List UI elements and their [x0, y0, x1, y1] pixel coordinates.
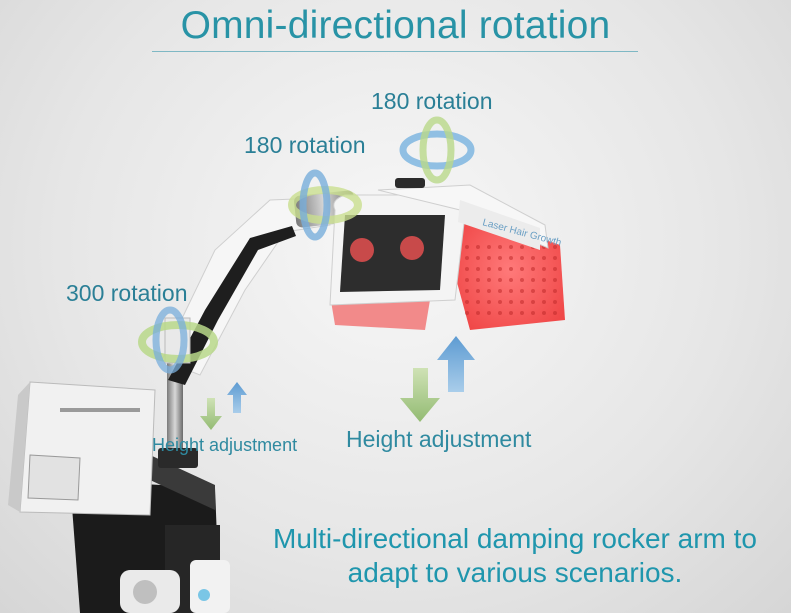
- height-arrows-icon-large: [400, 336, 475, 422]
- caption-line-1: Multi-directional damping rocker arm to: [273, 523, 757, 554]
- rotation-label-top: 180 rotation: [371, 88, 493, 114]
- feature-caption: Multi-directional damping rocker arm to …: [240, 522, 790, 590]
- rotation-ring-icon-mid: [288, 169, 362, 241]
- rotation-ring-icon-top: [399, 116, 475, 184]
- height-label-large: Height adjustment: [346, 426, 532, 452]
- page-title: Omni-directional rotation: [180, 4, 611, 47]
- title-underline: [152, 51, 638, 52]
- laser-head: Laser Hair Growth: [329, 178, 565, 330]
- height-label-small: Height adjustment: [152, 435, 298, 455]
- rotation-ring-icon-low: [138, 306, 218, 374]
- caption-line-2: adapt to various scenarios.: [347, 557, 683, 588]
- rotation-label-low: 300 rotation: [66, 280, 188, 306]
- rotation-label-mid: 180 rotation: [244, 132, 366, 158]
- height-arrows-icon-small: [200, 382, 247, 430]
- touch-screen-monitor: [8, 381, 156, 516]
